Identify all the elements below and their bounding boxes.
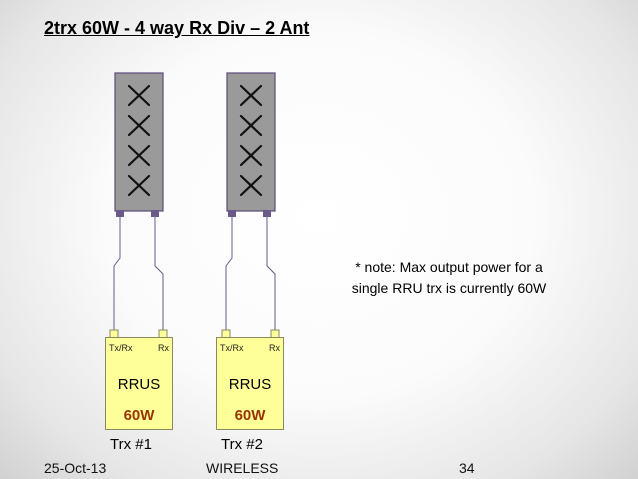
power-note-line-2: single RRU trx is currently 60W [351, 280, 547, 296]
cable-ant2-left [225, 217, 233, 330]
antenna-1-port-right [151, 210, 159, 217]
rrus-2-rx-label: Rx [269, 343, 280, 353]
rrus-unit-1: Tx/Rx Rx RRUS 60W [105, 337, 173, 430]
antenna-1-cross-marks [127, 84, 151, 197]
footer-center-text: WIRELESS [206, 460, 279, 476]
trx-1-label: Trx #1 [110, 436, 152, 453]
antenna-2-body [226, 72, 276, 212]
slide-title: 2trx 60W - 4 way Rx Div – 2 Ant [44, 18, 310, 38]
rrus-unit-2: Tx/Rx Rx RRUS 60W [216, 337, 284, 430]
feeder-cables [113, 217, 276, 330]
rrus-connectors [109, 329, 280, 339]
rrus-2-txrx-label: Tx/Rx [220, 343, 244, 353]
antenna-1-port-left [116, 210, 124, 217]
rrus-1-name: RRUS [117, 376, 161, 393]
footer-date: 25-Oct-13 [44, 460, 107, 476]
trx-2-label: Trx #2 [221, 436, 263, 453]
antenna-1 [114, 72, 164, 217]
antenna-2-cross-marks [239, 84, 263, 197]
rrus-1-rx-label: Rx [158, 343, 169, 353]
antenna-2-port-right [263, 210, 271, 217]
slide-number: 34 [459, 460, 475, 476]
power-note-line-1: * note: Max output power for a [355, 259, 543, 275]
rrus-1-power: 60W [123, 407, 155, 424]
rrus-1-txrx-label: Tx/Rx [109, 343, 133, 353]
cable-ant2-right [266, 217, 276, 330]
rrus-2-name: RRUS [228, 376, 272, 393]
cable-ant1-right [154, 217, 164, 330]
antenna-1-body [114, 72, 164, 212]
antenna-2 [226, 72, 276, 217]
antenna-2-port-left [228, 210, 236, 217]
power-note: * note: Max output power for a single RR… [304, 257, 594, 299]
cable-ant1-left [113, 217, 121, 330]
rrus-2-power: 60W [234, 407, 266, 424]
